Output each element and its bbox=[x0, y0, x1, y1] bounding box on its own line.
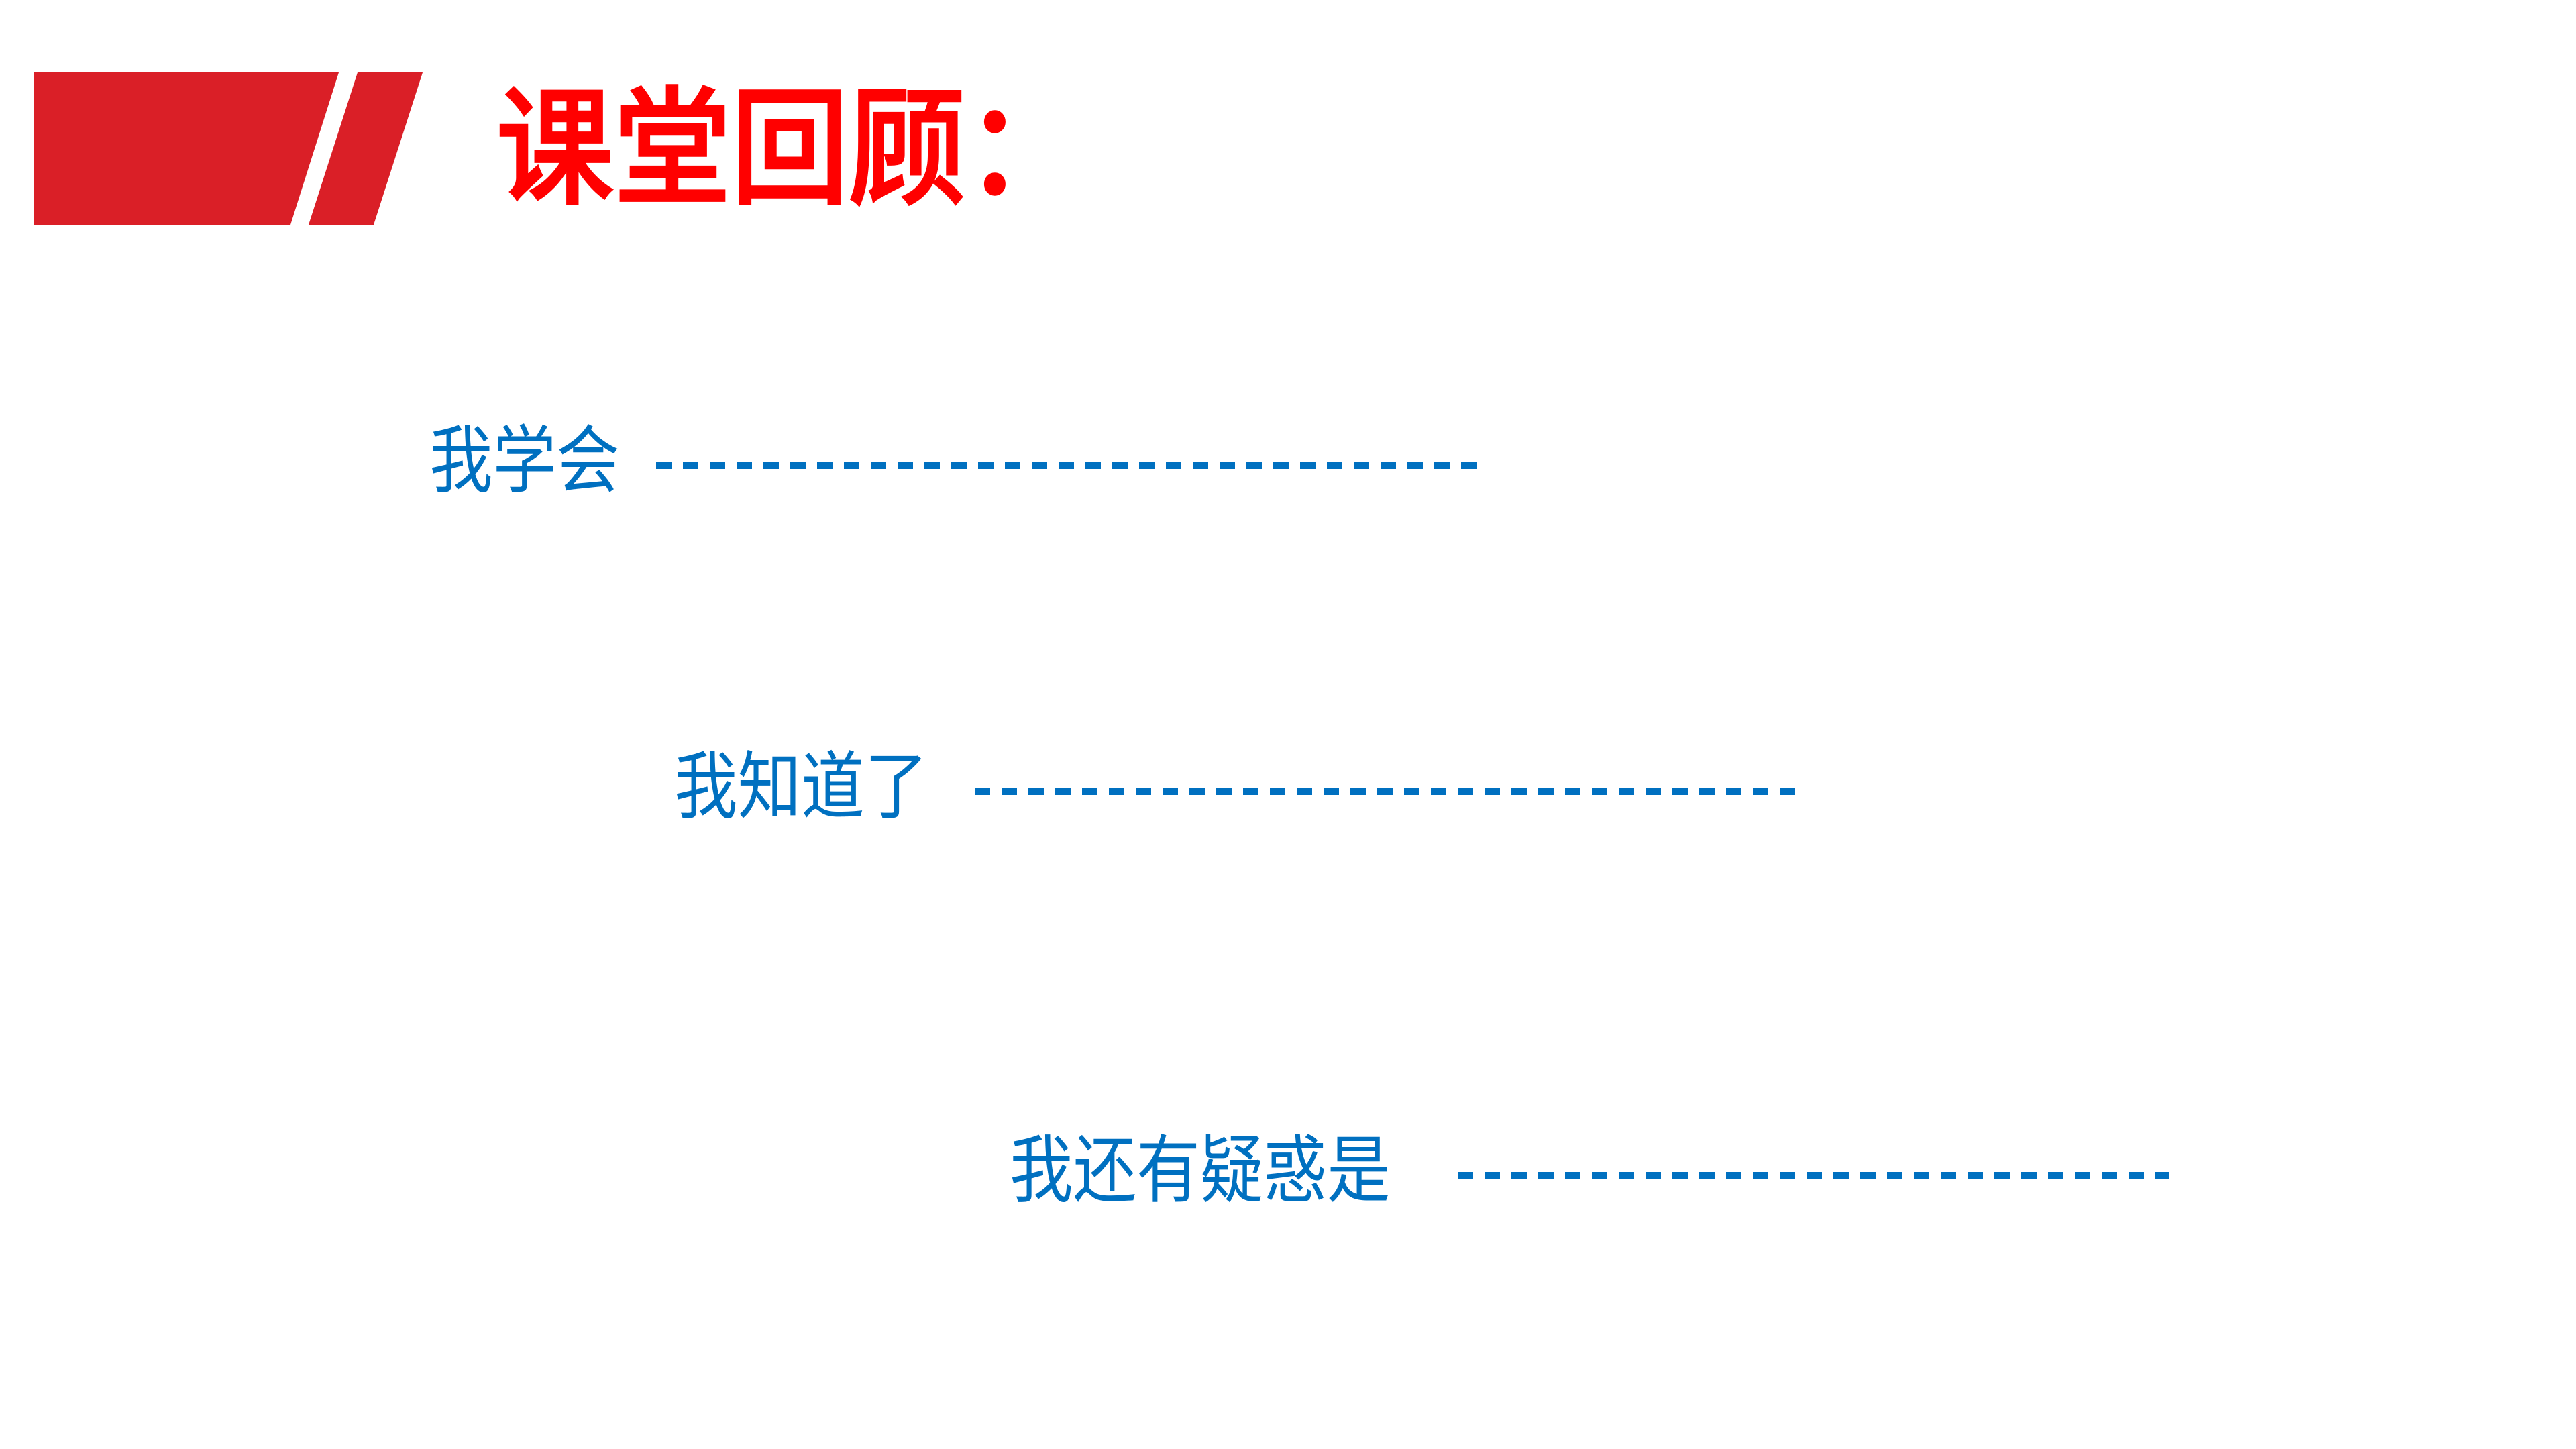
red-banner-decoration bbox=[34, 72, 423, 225]
fill-in-dashed-line bbox=[656, 462, 1477, 469]
fill-in-dashed-line bbox=[1458, 1172, 2169, 1179]
prompt-learned: 我学会 bbox=[429, 424, 1477, 498]
prompt-questions: 我还有疑惑是 bbox=[1010, 1134, 2169, 1208]
prompt-label: 我学会 bbox=[429, 418, 620, 504]
fill-in-dashed-line bbox=[975, 788, 1795, 795]
prompt-label: 我还有疑惑是 bbox=[1010, 1128, 1391, 1214]
prompt-know: 我知道了 bbox=[674, 750, 1795, 824]
prompt-label: 我知道了 bbox=[674, 744, 928, 830]
page-title: 课堂回顾： bbox=[496, 75, 1083, 223]
